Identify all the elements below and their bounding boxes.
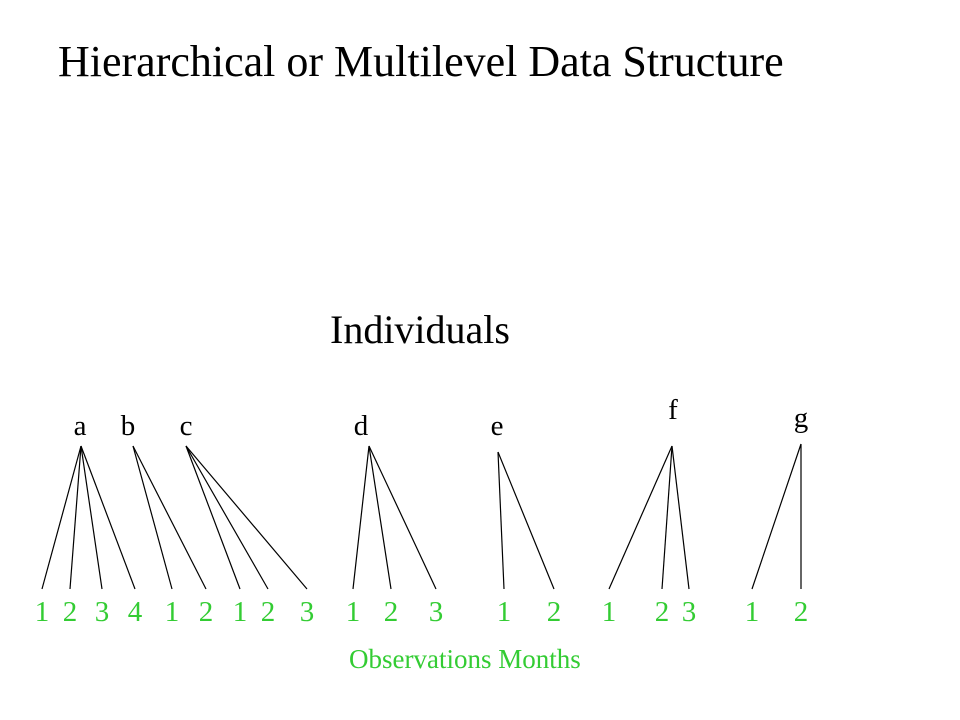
observation-label: 2	[261, 596, 276, 628]
observation-label: 1	[346, 596, 361, 628]
tree-edge	[132, 445, 173, 590]
tree-edge	[41, 445, 82, 590]
observation-label: 3	[682, 596, 697, 628]
tree-edge	[69, 445, 82, 590]
tree-edge	[497, 451, 555, 590]
tree-edge	[80, 445, 103, 590]
observations-caption: Observations Months	[349, 644, 581, 674]
observation-label: 1	[497, 596, 512, 628]
tree-edge	[608, 445, 673, 590]
observation-label: 3	[300, 596, 315, 628]
tree-edge	[185, 445, 308, 590]
individual-label: f	[668, 394, 678, 426]
observation-label: 4	[128, 596, 143, 628]
tree-edge	[497, 451, 505, 590]
individual-label: b	[121, 410, 136, 442]
observation-label: 3	[429, 596, 444, 628]
tree-edge	[185, 445, 241, 590]
individual-label: e	[491, 410, 504, 442]
tree-edge	[368, 445, 392, 590]
level-label-individuals: Individuals	[330, 307, 510, 352]
observation-label: 3	[95, 596, 110, 628]
individual-label: c	[180, 410, 193, 442]
tree-edge	[352, 445, 370, 590]
observation-label: 1	[745, 596, 760, 628]
page-title: Hierarchical or Multilevel Data Structur…	[58, 37, 784, 86]
individual-e: e 1 2	[491, 410, 562, 628]
observation-label: 2	[794, 596, 809, 628]
tree-edge	[80, 445, 136, 590]
observation-label: 2	[655, 596, 670, 628]
observation-label: 2	[547, 596, 562, 628]
observation-label: 1	[35, 596, 50, 628]
tree-edge	[368, 445, 437, 590]
tree-edge	[671, 445, 690, 590]
observation-label: 1	[165, 596, 180, 628]
observation-label: 2	[384, 596, 399, 628]
individual-label: d	[354, 410, 369, 442]
tree-edge	[661, 445, 673, 590]
individual-label: a	[74, 410, 87, 442]
observation-label: 2	[63, 596, 78, 628]
observation-label: 1	[602, 596, 617, 628]
tree-edge	[132, 445, 207, 590]
tree-edge	[751, 443, 802, 590]
tree-edge	[185, 445, 269, 590]
observation-label: 1	[233, 596, 248, 628]
observation-label: 2	[199, 596, 214, 628]
individual-g: g 1 2	[745, 402, 809, 628]
individual-label: g	[794, 402, 809, 434]
